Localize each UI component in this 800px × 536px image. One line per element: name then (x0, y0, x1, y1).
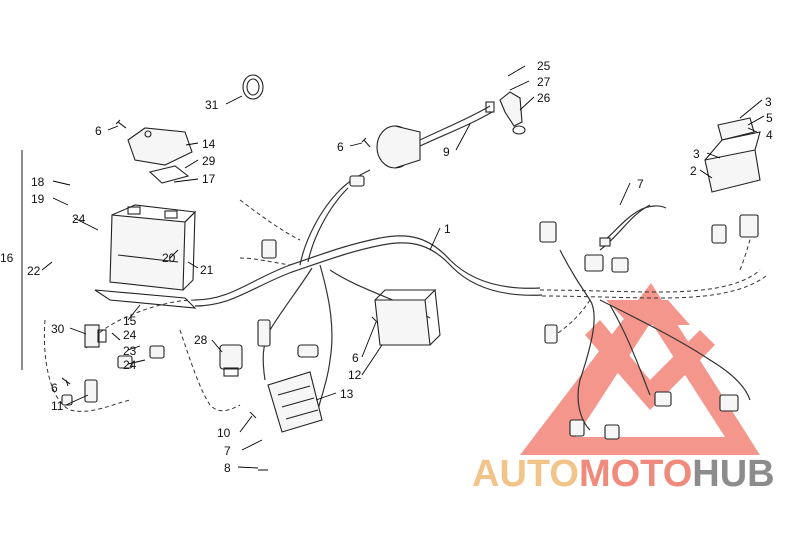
callout-18: 18 (31, 175, 45, 189)
callout-6: 6 (51, 381, 58, 395)
callout-26: 26 (537, 91, 551, 105)
watermark-hub: HUB (692, 453, 774, 495)
watermark-text-auto: AUTOMOTOHUB (472, 453, 775, 495)
watermark-moto: MOTO (579, 453, 692, 495)
callout-4: 4 (766, 128, 773, 142)
callout-7: 7 (224, 444, 231, 458)
battery (109, 204, 197, 291)
callout-16: 16 (0, 251, 14, 265)
callout-20: 20 (162, 251, 176, 265)
wire-clamp (242, 74, 264, 100)
callout-17: 17 (202, 172, 216, 186)
starter-relay (219, 344, 243, 377)
callout-31: 31 (205, 98, 219, 112)
fuse-holder (84, 324, 107, 348)
leader-lines (41, 65, 765, 469)
callout-6: 6 (352, 351, 359, 365)
callout-labels: 1 2 3 3 4 5 6 6 6 6 7 7 8 9 10 11 12 13 … (0, 59, 773, 475)
callout-12: 12 (348, 368, 362, 382)
screws (61, 119, 379, 471)
control-unit (267, 371, 323, 433)
sensor-lead (599, 205, 667, 247)
callout-21: 21 (200, 263, 214, 277)
callout-1: 1 (444, 222, 451, 236)
harness-connectors (61, 175, 759, 440)
gasket-pad (148, 165, 190, 184)
callout-2: 2 (690, 164, 697, 178)
ignition-coil (376, 105, 493, 169)
callout-23: 23 (123, 344, 137, 358)
callout-28: 28 (194, 333, 208, 347)
callout-24: 24 (123, 328, 137, 342)
callout-14: 14 (202, 137, 216, 151)
callout-15: 15 (123, 314, 137, 328)
callout-22: 22 (27, 264, 41, 278)
watermark-text: AUTOMOTOHUB (472, 453, 775, 495)
watermark-auto: AUTO (472, 453, 579, 495)
callout-30: 30 (51, 322, 65, 336)
callout-10: 10 (217, 426, 231, 440)
callout-25: 25 (537, 59, 551, 73)
callout-19: 19 (31, 192, 45, 206)
callout-6: 6 (95, 124, 102, 138)
callout-29: 29 (202, 154, 216, 168)
spark-plug-boot (485, 91, 526, 135)
callout-3: 3 (765, 95, 772, 109)
callout-11: 11 (51, 399, 64, 413)
regulator-box (704, 117, 761, 193)
callout-8: 8 (224, 461, 231, 475)
callout-7: 7 (637, 177, 644, 191)
callout-13: 13 (340, 387, 354, 401)
callout-27: 27 (537, 75, 551, 89)
callout-9: 9 (443, 145, 450, 159)
callout-24: 24 (123, 358, 137, 372)
callout-24: 24 (72, 212, 86, 226)
battery-cover (127, 127, 193, 166)
callout-3: 3 (693, 147, 700, 161)
callout-6: 6 (337, 140, 344, 154)
relay-module (374, 289, 441, 346)
battery-tray (94, 289, 197, 309)
callout-5: 5 (766, 111, 773, 125)
